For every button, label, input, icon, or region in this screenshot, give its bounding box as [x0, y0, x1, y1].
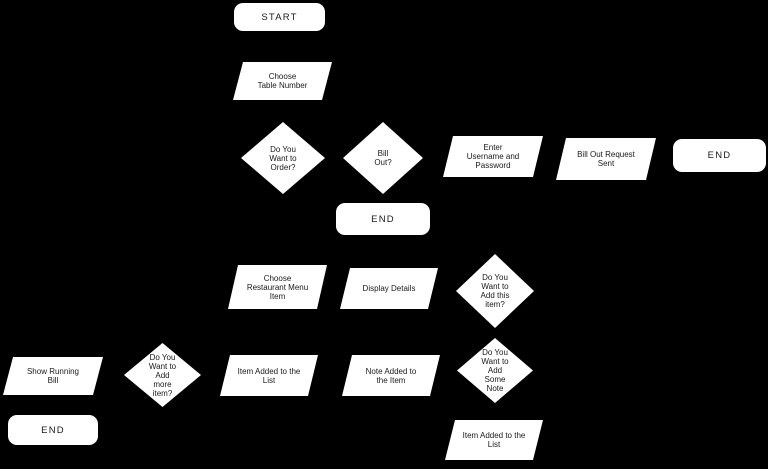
node-want-to-add-this-item: Do You Want to Add this item?	[456, 254, 534, 328]
node-label: Show Running Bill	[26, 367, 80, 385]
node-bill-out-request-sent: Bill Out Request Sent	[556, 138, 656, 180]
node-choose-table-number: Choose Table Number	[233, 62, 332, 100]
node-bill-out: Bill Out?	[343, 122, 423, 194]
node-choose-restaurant-menu-item: Choose Restaurant Menu Item	[228, 265, 327, 309]
node-label: END	[707, 150, 732, 161]
node-label: END	[371, 213, 395, 225]
parallelogram-shape	[443, 136, 543, 177]
node-display-details: Display Details	[340, 268, 438, 309]
parallelogram-shape	[3, 357, 103, 395]
node-note-added-to-item: Note Added to the Item	[342, 355, 440, 396]
parallelogram-shape	[445, 420, 543, 460]
node-item-added-to-list: Item Added to the List	[220, 355, 318, 396]
node-start: START	[234, 3, 325, 31]
node-label: Display Details	[362, 284, 416, 293]
node-label: Choose Restaurant Menu Item	[246, 273, 309, 301]
node-label: Note Added to the Item	[365, 366, 417, 385]
parallelogram-shape	[233, 62, 332, 100]
node-end-bottom-left: END	[8, 415, 98, 445]
node-label: Do You Want to Add more item?	[148, 352, 177, 398]
node-label: END	[41, 424, 65, 436]
node-label: Enter Username and Password	[466, 143, 520, 170]
terminator-shape	[234, 3, 325, 31]
node-want-to-order: Do You Want to Order?	[241, 122, 325, 194]
node-end-middle: END	[336, 203, 430, 235]
node-label: Do You Want to Add this item?	[480, 273, 510, 309]
node-label: START	[261, 11, 298, 23]
node-enter-username-password: Enter Username and Password	[443, 136, 543, 177]
node-label: Do You Want to Order?	[269, 144, 297, 172]
node-show-running-bill: Show Running Bill	[3, 357, 103, 395]
node-item-added-to-list-2: Item Added to the List	[445, 420, 543, 460]
node-label: Item Added to the List	[237, 366, 301, 385]
terminator-shape	[673, 139, 766, 172]
parallelogram-shape	[340, 268, 438, 309]
terminator-shape	[336, 203, 430, 235]
node-want-to-add-some-note: Do You Want to Add Some Note	[457, 338, 533, 403]
node-label: Do You Want to Add Some Note	[481, 348, 509, 393]
parallelogram-shape	[342, 355, 440, 396]
parallelogram-shape	[220, 355, 318, 396]
node-want-to-add-more-item: Do You Want to Add more item?	[124, 343, 201, 407]
terminator-shape	[8, 415, 98, 445]
parallelogram-shape	[556, 138, 656, 180]
node-label: Bill Out?	[374, 149, 392, 167]
node-label: Item Added to the List	[462, 431, 526, 449]
node-end-top-right: END	[673, 139, 766, 172]
node-label: Choose Table Number	[257, 72, 308, 90]
parallelogram-shape	[228, 265, 327, 309]
node-label: Bill Out Request Sent	[577, 150, 635, 168]
